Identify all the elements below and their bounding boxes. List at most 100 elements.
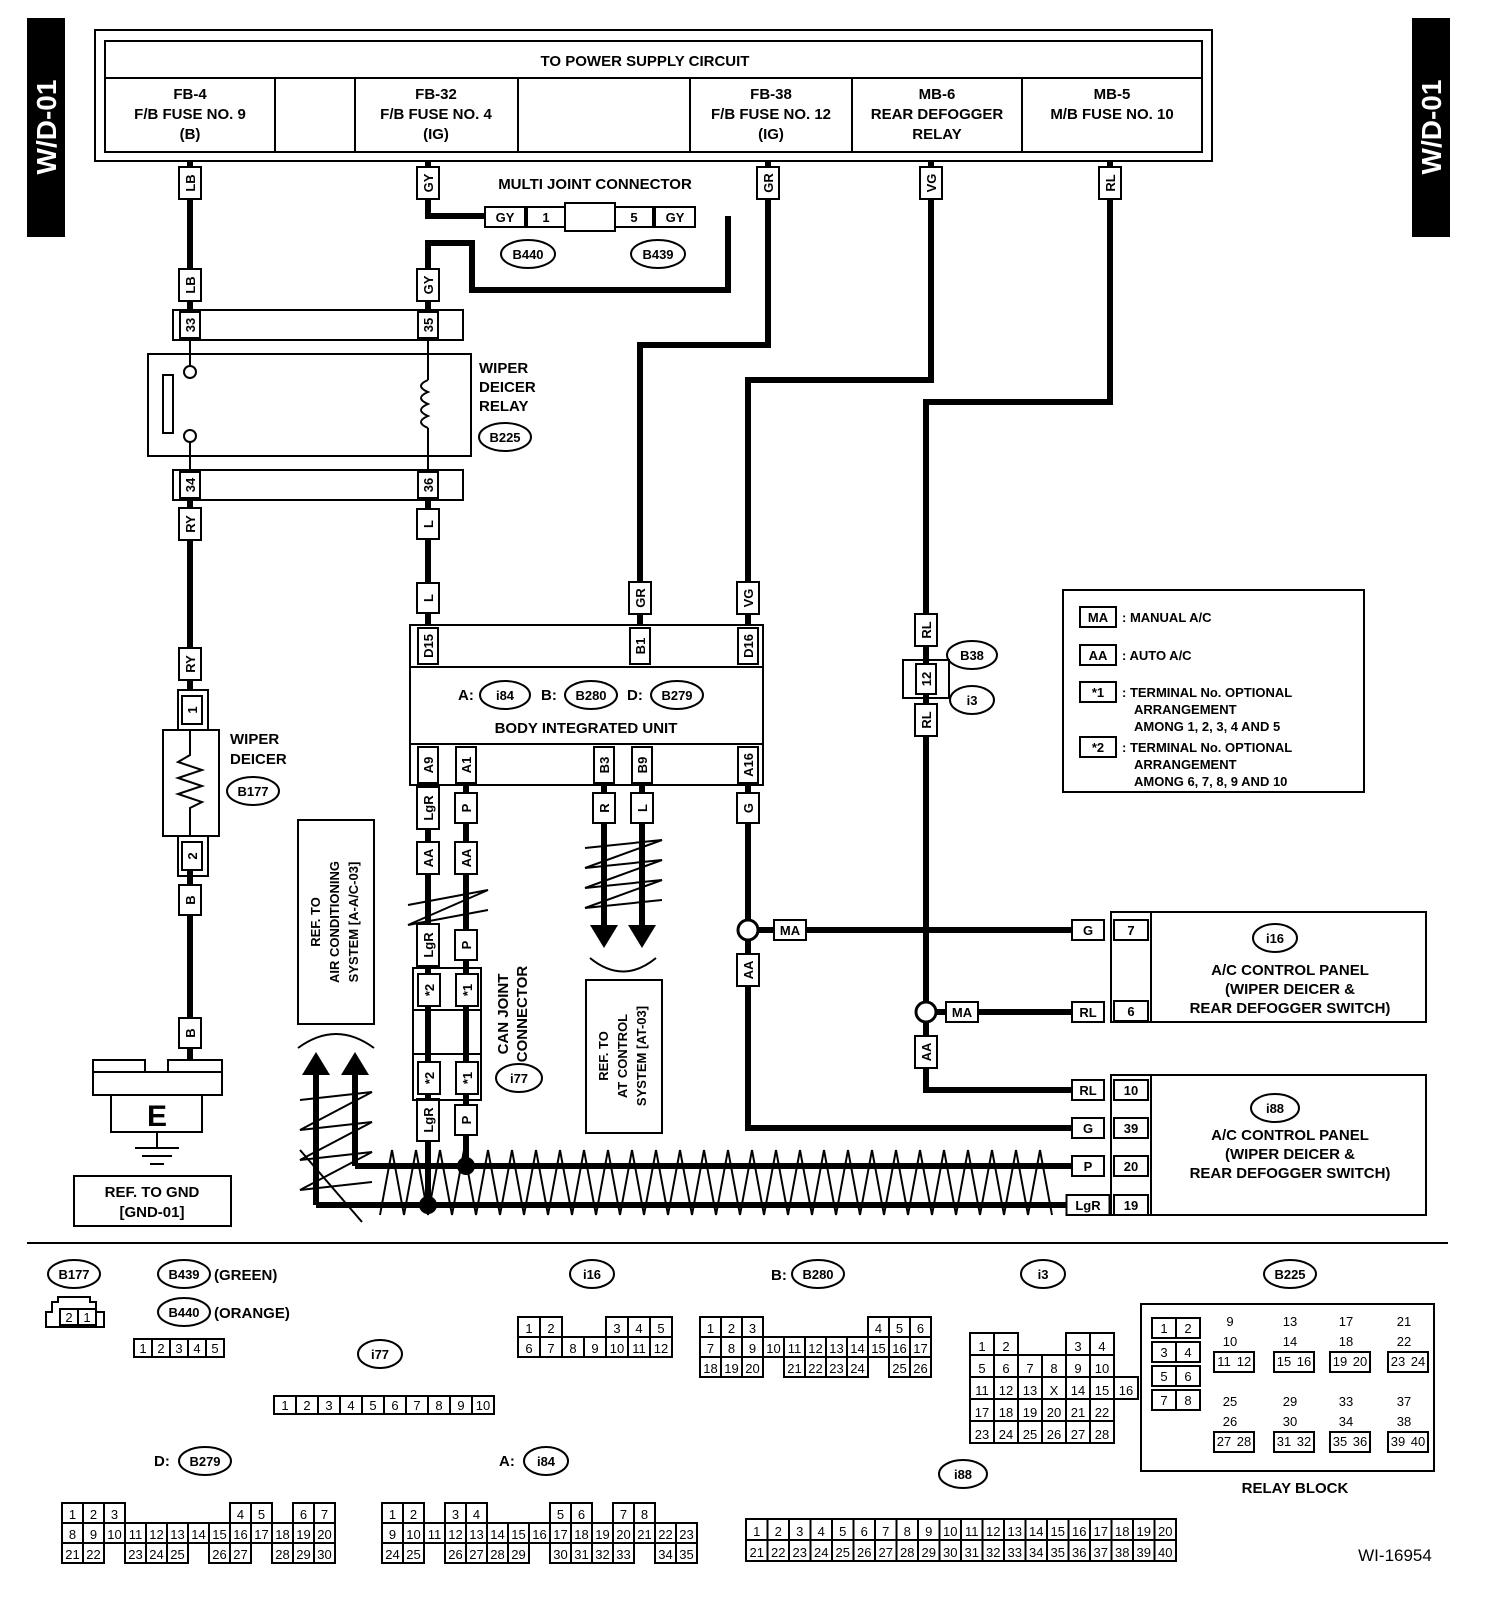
pin-number: 22 (808, 1361, 822, 1376)
fuse-fb32-line2: F/B FUSE NO. 4 (380, 106, 492, 123)
wire-label-box (454, 792, 478, 824)
pin-number: 28 (490, 1547, 504, 1562)
connector-b225: B225 (489, 430, 520, 445)
wiper-relay-line1: WIPER (479, 360, 528, 377)
wire-label: VG (741, 589, 756, 608)
pin-number: 12 (808, 1341, 822, 1356)
pin-number: 16 (233, 1527, 247, 1542)
view-b280-label: B280 (802, 1267, 833, 1282)
svg-text:(WIPER DEICER &: (WIPER DEICER & (1225, 981, 1355, 998)
pin-cell (1153, 1539, 1177, 1562)
pin-number: 13 (829, 1341, 843, 1356)
pin-number: 3 (1074, 1339, 1081, 1354)
pin-number: 23 (1391, 1354, 1405, 1369)
pin-number: 18 (275, 1527, 289, 1542)
pin-number: 32 (986, 1545, 1000, 1560)
wire-g-a16 (745, 785, 1075, 1131)
wire-label: AA (741, 960, 756, 979)
svg-text:7: 7 (1127, 923, 1134, 938)
pin-number: 16 (532, 1527, 546, 1542)
pin-number: 9 (749, 1341, 756, 1356)
wire-label-box (756, 166, 780, 200)
pin-number: 11 (965, 1524, 979, 1539)
pin-number: 25 (1223, 1394, 1237, 1409)
wire-label: LgR (1075, 1198, 1101, 1213)
arrow-at-r (590, 925, 618, 948)
svg-text:2: 2 (65, 1310, 72, 1325)
wire-label-box (1071, 1155, 1105, 1177)
wire-label-box (628, 581, 652, 615)
wire-label-box (416, 841, 440, 875)
body-integrated-unit: BODY INTEGRATED UNIT A: i84 B: B280 D: B… (409, 624, 764, 786)
svg-text:AIR CONDITIONING: AIR CONDITIONING (327, 861, 342, 983)
pin-number: 15 (871, 1341, 885, 1356)
pin-number: 13 (469, 1527, 483, 1542)
terminal-label: A16 (741, 753, 756, 777)
pin-cell (1329, 1431, 1371, 1453)
wire-label: LgR (421, 932, 436, 958)
junction-ma-rl (914, 1000, 938, 1024)
wiper-deicer: 1 2 WIPER DEICER B177 (162, 689, 287, 877)
pin-number: 25 (1023, 1427, 1037, 1442)
svg-text:10: 10 (1124, 1083, 1138, 1098)
wire-label-box (1071, 1117, 1105, 1139)
wire-label-box (454, 929, 478, 961)
pin-number: 38 (1397, 1414, 1411, 1429)
wire-label: RL (919, 621, 934, 638)
pin-number: 10 (107, 1527, 121, 1542)
wire-rl (923, 161, 1113, 1011)
terminal-box (737, 627, 759, 665)
wire-label-box (1071, 1079, 1105, 1101)
wire-label: G (1083, 1121, 1093, 1136)
pin-number: 11 (632, 1341, 646, 1356)
pin-number: 10 (766, 1341, 780, 1356)
pin-number: X (1050, 1383, 1059, 1398)
pin-number: 36 (1353, 1434, 1367, 1449)
svg-text:MA: MA (1088, 610, 1109, 625)
pin-number: 9 (90, 1527, 97, 1542)
pin-number: 6 (391, 1398, 398, 1413)
wire-aa-rl (923, 1012, 1075, 1093)
pin-number: 29 (1283, 1394, 1297, 1409)
pin-number: 1 (978, 1339, 985, 1354)
wire-gy-loop (425, 216, 731, 325)
pin-number: 5 (211, 1341, 218, 1356)
wire-label: R (597, 803, 612, 813)
svg-text:A/C CONTROL PANEL: A/C CONTROL PANEL (1211, 962, 1369, 979)
pin-number: 15 (1095, 1383, 1109, 1398)
pin-number: 22 (658, 1527, 672, 1542)
pin-number: 8 (69, 1527, 76, 1542)
fuse-mb5-line1: MB-5 (1094, 86, 1131, 103)
pin-number: 2 (303, 1398, 310, 1413)
pin-number: 20 (1047, 1405, 1061, 1420)
pin-number: 13 (170, 1527, 184, 1542)
fuse-mb6-line2: REAR DEFOGGER (871, 106, 1004, 123)
wire-label-box (592, 792, 616, 824)
pin-number: 18 (1339, 1334, 1353, 1349)
pin-number: 1 (139, 1341, 146, 1356)
svg-text:REAR DEFOGGER SWITCH): REAR DEFOGGER SWITCH) (1190, 1165, 1391, 1182)
pin-number: 25 (836, 1545, 850, 1560)
wire-label-box (736, 953, 760, 987)
pin-number: 7 (1160, 1393, 1167, 1408)
view-i16-label: i16 (583, 1267, 601, 1282)
pin-number: 8 (641, 1507, 648, 1522)
pin-number: 5 (978, 1361, 985, 1376)
pin-number: 14 (1283, 1334, 1297, 1349)
ref-ac-box: REF. TO AIR CONDITIONING SYSTEM [A-A/C-0… (297, 819, 375, 1025)
wire-label-box (178, 647, 202, 681)
pin-cell (166, 1542, 189, 1564)
terminal-label: D15 (421, 634, 436, 658)
pin-number: 10 (943, 1524, 957, 1539)
pin-cell (741, 1356, 764, 1378)
pin-cell (649, 1336, 673, 1358)
svg-text:SYSTEM [AT-03]: SYSTEM [AT-03] (634, 1006, 649, 1106)
pin-number: 14 (1029, 1524, 1043, 1539)
pin-number: 12 (999, 1383, 1013, 1398)
wire-label-box (416, 268, 440, 302)
pin-number: 30 (317, 1547, 331, 1562)
svg-text:35: 35 (421, 318, 436, 332)
wire-label-box (914, 1035, 938, 1069)
pin-number: 14 (1071, 1383, 1085, 1398)
